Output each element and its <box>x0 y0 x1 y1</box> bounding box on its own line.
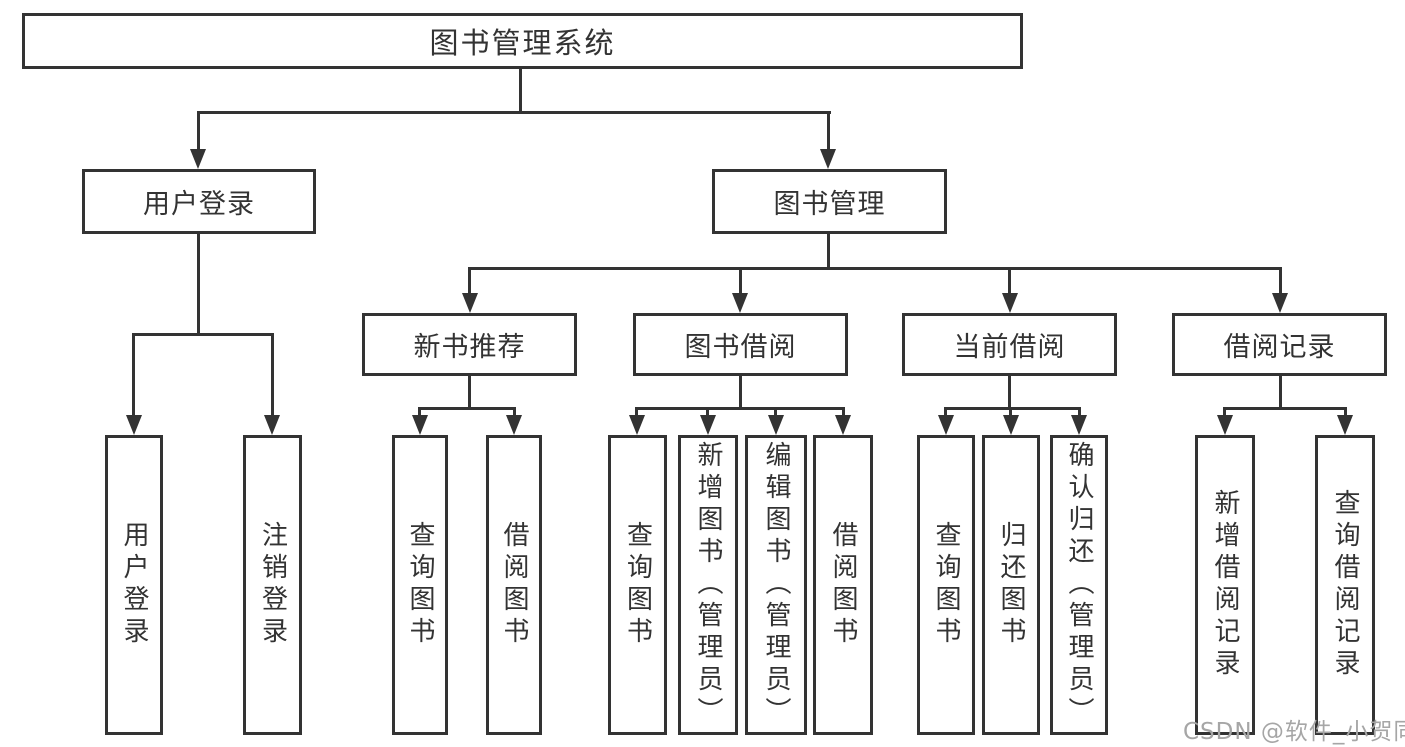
node-new-book-recommendation: 新书推荐 <box>362 313 577 376</box>
connector-stub-newbook-c1 <box>418 407 421 417</box>
leaf-query-books-current: 查询图书 <box>917 435 975 735</box>
connector-stub-new-book <box>468 267 471 294</box>
arrowhead-borrow-c4 <box>835 415 851 435</box>
connector-records-vertical <box>1279 376 1282 410</box>
leaf-query-books-borrow: 查询图书 <box>608 435 667 735</box>
arrowhead-records-c2 <box>1337 415 1353 435</box>
connector-stub-borrow-c2 <box>706 407 709 417</box>
node-book-borrowing: 图书借阅 <box>633 313 848 376</box>
connector-current-horizontal <box>944 407 1081 410</box>
node-borrowing-records: 借阅记录 <box>1172 313 1387 376</box>
connector-stub-borrow-records <box>1279 267 1282 294</box>
leaf-confirm-return-admin: 确认归还（管理员） <box>1050 435 1108 735</box>
connector-stub-login-leaf <box>132 333 135 415</box>
connector-stub-newbook-c2 <box>513 407 516 417</box>
leaf-borrow-books-recommend: 借阅图书 <box>486 435 542 735</box>
connector-stub-book-management <box>827 111 830 151</box>
connector-user-login-horizontal <box>132 333 274 336</box>
arrowhead-borrow-c2 <box>700 415 716 435</box>
connector-user-login-vertical <box>197 234 200 336</box>
arrowhead-book-management <box>820 149 836 169</box>
connector-newbook-vertical <box>468 376 471 410</box>
arrowhead-current-c2 <box>1003 415 1019 435</box>
arrowhead-current-borrow <box>1002 293 1018 313</box>
connector-stub-borrow-c1 <box>635 407 638 417</box>
connector-stub-records-c2 <box>1344 407 1347 417</box>
connector-borrow-vertical <box>739 376 742 410</box>
arrowhead-borrow-c1 <box>629 415 645 435</box>
leaf-user-login: 用户登录 <box>105 435 163 735</box>
connector-current-vertical <box>1008 376 1011 410</box>
arrowhead-new-book <box>462 293 478 313</box>
csdn-watermark: CSDN @软件_小贺同学 <box>1183 719 1405 745</box>
arrowhead-newbook-c2 <box>506 415 522 435</box>
connector-stub-logout-leaf <box>271 333 274 415</box>
connector-book-mgmt-horizontal <box>468 267 1282 270</box>
connector-book-mgmt-vertical <box>827 234 830 270</box>
connector-stub-current-c2 <box>1009 407 1012 417</box>
connector-records-horizontal <box>1223 407 1347 410</box>
leaf-logout: 注销登录 <box>243 435 302 735</box>
leaf-add-borrow-record: 新增借阅记录 <box>1195 435 1255 735</box>
connector-stub-current-borrow <box>1008 267 1011 294</box>
node-library-management-system: 图书管理系统 <box>22 13 1023 69</box>
leaf-borrow-books: 借阅图书 <box>813 435 873 735</box>
connector-root-vertical <box>519 69 522 113</box>
connector-stub-book-borrow <box>739 267 742 294</box>
connector-stub-current-c3 <box>1078 407 1081 417</box>
arrowhead-logout-leaf <box>264 415 280 435</box>
arrowhead-login-leaf <box>126 415 142 435</box>
arrowhead-current-c1 <box>938 415 954 435</box>
arrowhead-borrow-records <box>1272 293 1288 313</box>
arrowhead-user-login <box>190 149 206 169</box>
arrowhead-records-c1 <box>1217 415 1233 435</box>
connector-newbook-horizontal <box>418 407 516 410</box>
leaf-query-books-recommend: 查询图书 <box>392 435 448 735</box>
node-book-management: 图书管理 <box>712 169 947 234</box>
leaf-add-books-admin: 新增图书（管理员） <box>678 435 738 735</box>
arrowhead-current-c3 <box>1071 415 1087 435</box>
leaf-return-books: 归还图书 <box>982 435 1040 735</box>
connector-root-horizontal <box>197 111 831 114</box>
leaf-edit-books-admin: 编辑图书（管理员） <box>745 435 807 735</box>
connector-borrow-horizontal <box>635 407 845 410</box>
connector-stub-records-c1 <box>1223 407 1226 417</box>
connector-stub-borrow-c4 <box>842 407 845 417</box>
connector-stub-borrow-c3 <box>774 407 777 417</box>
node-current-borrowing: 当前借阅 <box>902 313 1117 376</box>
node-user-login: 用户登录 <box>82 169 316 234</box>
arrowhead-borrow-c3 <box>768 415 784 435</box>
connector-stub-user-login <box>197 111 200 151</box>
leaf-query-borrow-record: 查询借阅记录 <box>1315 435 1375 735</box>
connector-stub-current-c1 <box>944 407 947 417</box>
arrowhead-newbook-c1 <box>412 415 428 435</box>
arrowhead-book-borrow <box>732 293 748 313</box>
